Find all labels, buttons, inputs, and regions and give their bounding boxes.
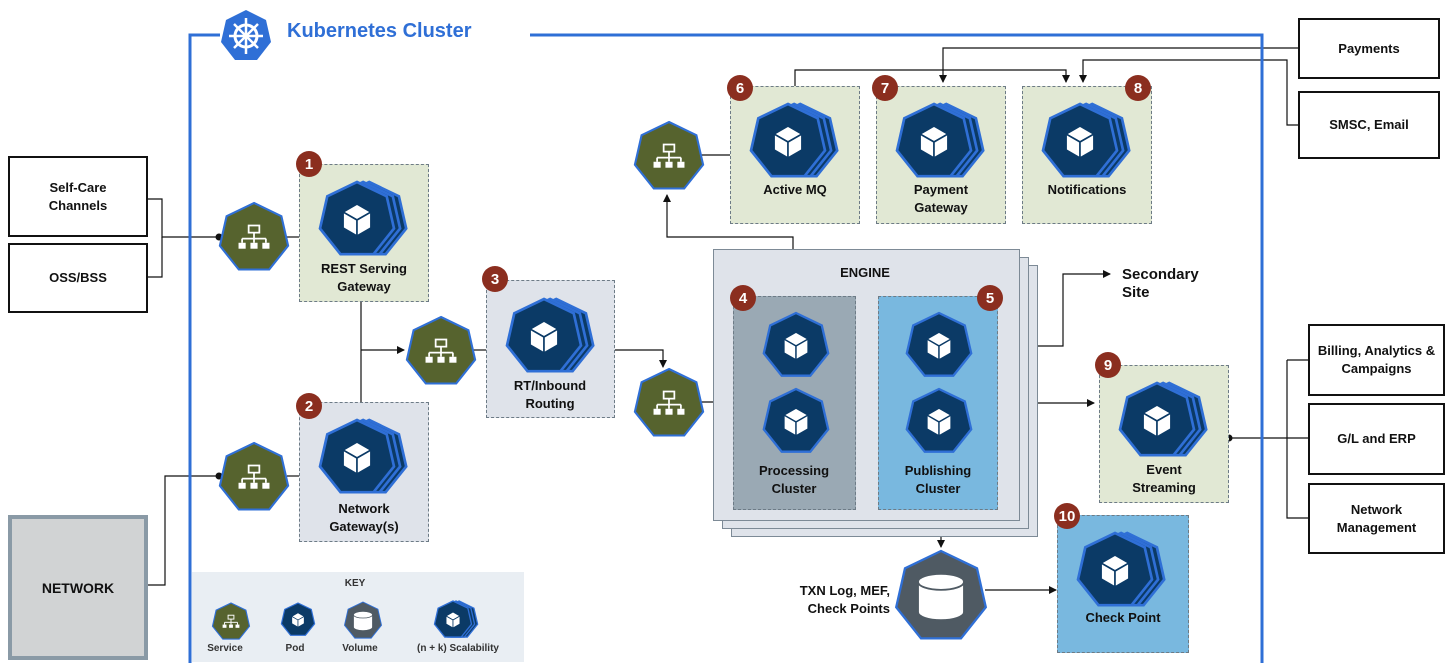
self-care-channels-label: Self-Care Channels [48, 179, 108, 213]
badge-10: 10 [1054, 503, 1080, 529]
legend-service-label: Service [207, 643, 243, 654]
billing-analytics-label: Billing, Analytics & Campaigns [1317, 343, 1436, 376]
pod-icon-active-mq [749, 102, 839, 178]
billing-analytics-box: Billing, Analytics & Campaigns [1308, 324, 1445, 396]
volume-icon-txn-log [894, 549, 988, 640]
smsc-email-label: SMSC, Email [1329, 117, 1409, 132]
service-icon-network [218, 441, 290, 511]
badge-1: 1 [296, 151, 322, 177]
badge-6: 6 [727, 75, 753, 101]
c7-label: Payment Gateway [913, 182, 969, 215]
badge-7: 7 [872, 75, 898, 101]
c4-label: Processing Cluster [758, 463, 830, 496]
pod-icon-publishing-1 [905, 311, 973, 377]
c10-label: Check Point [1085, 610, 1161, 625]
legend-title: KEY [344, 578, 366, 589]
c2-label: Network Gateway(s) [329, 501, 399, 534]
service-icon-mq [633, 120, 705, 190]
pod-icon-processing-1 [762, 311, 830, 377]
service-icon-channels [218, 201, 290, 271]
c1-label: REST Serving Gateway [321, 261, 407, 294]
smsc-email-box: SMSC, Email [1298, 91, 1440, 159]
badge-8: 8 [1125, 75, 1151, 101]
self-care-channels-box: Self-Care Channels [8, 156, 148, 237]
legend-volume-icon [343, 601, 383, 639]
payments-label: Payments [1338, 40, 1400, 56]
oss-bss-label: OSS/BSS [49, 270, 107, 285]
legend-pod-icon [280, 602, 316, 636]
cluster-title: Kubernetes Cluster [281, 20, 478, 43]
service-icon-routing [405, 315, 477, 385]
network-label: NETWORK [41, 579, 115, 596]
kubernetes-helm-icon [221, 10, 271, 60]
pod-icon-rest-gateway [318, 180, 408, 256]
pod-icon-notifications [1041, 102, 1131, 178]
network-management-label: Network Management [1336, 501, 1417, 535]
badge-2: 2 [296, 393, 322, 419]
gl-erp-box: G/L and ERP [1308, 403, 1445, 475]
badge-5: 5 [977, 285, 1003, 311]
oss-bss-box: OSS/BSS [8, 243, 148, 313]
pod-icon-routing [505, 297, 595, 373]
engine-label: ENGINE [840, 265, 890, 280]
service-icon-engine [633, 367, 705, 437]
badge-9: 9 [1095, 352, 1121, 378]
c9-label: Event Streaming [1132, 462, 1196, 495]
pod-icon-event-streaming [1118, 381, 1208, 457]
badge-4: 4 [730, 285, 756, 311]
legend-service-icon [211, 602, 251, 640]
network-box: NETWORK [8, 515, 148, 660]
gl-erp-label: G/L and ERP [1337, 431, 1416, 446]
legend-pod-label: Pod [285, 643, 305, 654]
pod-icon-check-point [1076, 531, 1166, 607]
pod-icon-payment-gateway [895, 102, 985, 178]
c8-label: Notifications [1047, 182, 1127, 197]
legend-scalability-label: (n + k) Scalability [417, 643, 499, 654]
pod-icon-processing-2 [762, 387, 830, 453]
c6-label: Active MQ [763, 182, 827, 197]
txn-log-label: TXN Log, MEF, Check Points [799, 583, 890, 616]
legend-volume-label: Volume [342, 643, 378, 654]
pod-icon-network-gateway [318, 418, 408, 494]
c5-label: Publishing Cluster [904, 463, 972, 496]
legend-scalability-icon [433, 600, 479, 638]
network-management-box: Network Management [1308, 483, 1445, 554]
secondary-site-label: Secondary Site [1122, 266, 1199, 301]
c3-label: RT/Inbound Routing [513, 378, 587, 411]
badge-3: 3 [482, 266, 508, 292]
payments-box: Payments [1298, 18, 1440, 79]
pod-icon-publishing-2 [905, 387, 973, 453]
